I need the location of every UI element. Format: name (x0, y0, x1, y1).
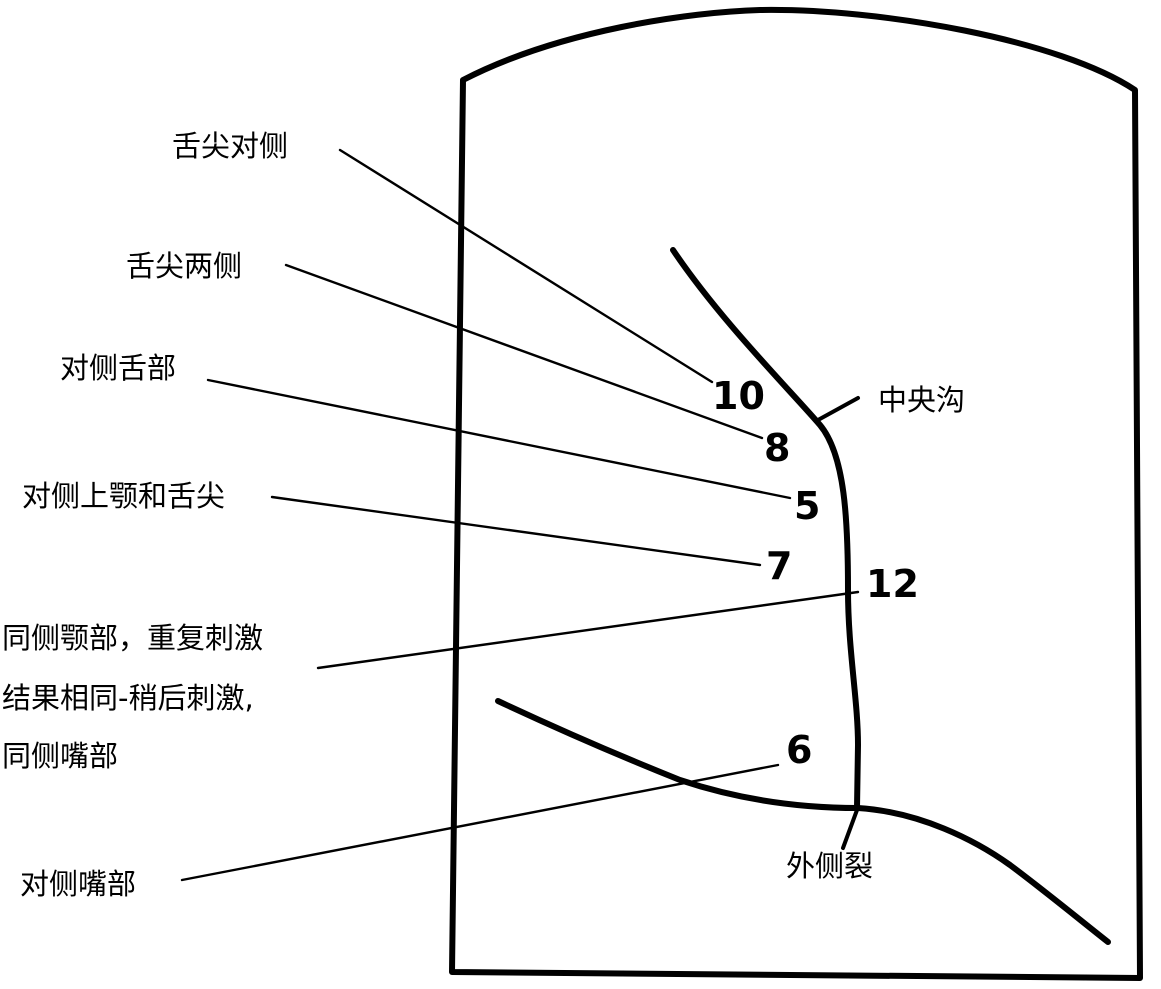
label-tongue-tip-contralateral: 舌尖对侧 (172, 129, 289, 163)
point-number-7: 7 (766, 544, 793, 588)
leader-line-6 (180, 763, 780, 882)
point-number-10: 10 (712, 374, 765, 418)
leader-line-12 (316, 590, 860, 670)
label-lateral-fissure: 外侧裂 (786, 849, 874, 883)
point-number-12: 12 (866, 562, 919, 606)
label-central-sulcus: 中央沟 (878, 383, 966, 417)
label-contralateral-mouth: 对侧嘴部 (20, 867, 137, 901)
label-ipsilateral-jaw-line2: 结果相同-稍后刺激, (2, 681, 254, 715)
leader-line-5 (206, 378, 792, 500)
leader-line-10 (338, 148, 714, 384)
lateral-fissure-tick (841, 808, 859, 850)
label-ipsilateral-jaw-line3: 同侧嘴部 (2, 739, 119, 773)
cortex-outline (449, 6, 1143, 981)
point-number-5: 5 (794, 484, 821, 528)
central-sulcus-line (670, 247, 861, 811)
central-sulcus-tick (816, 396, 860, 422)
point-number-6: 6 (786, 728, 813, 772)
leader-line-8 (284, 263, 764, 440)
leader-line-7 (270, 495, 762, 567)
label-tongue-tip-bilateral: 舌尖两侧 (126, 249, 243, 283)
label-ipsilateral-jaw-line1: 同侧颚部，重复刺激 (2, 621, 264, 655)
label-contralateral-tongue: 对侧舌部 (60, 351, 177, 385)
lateral-fissure-line (495, 698, 1111, 945)
label-contralateral-palate-tongue-tip: 对侧上颚和舌尖 (22, 479, 226, 513)
point-number-8: 8 (764, 426, 791, 470)
